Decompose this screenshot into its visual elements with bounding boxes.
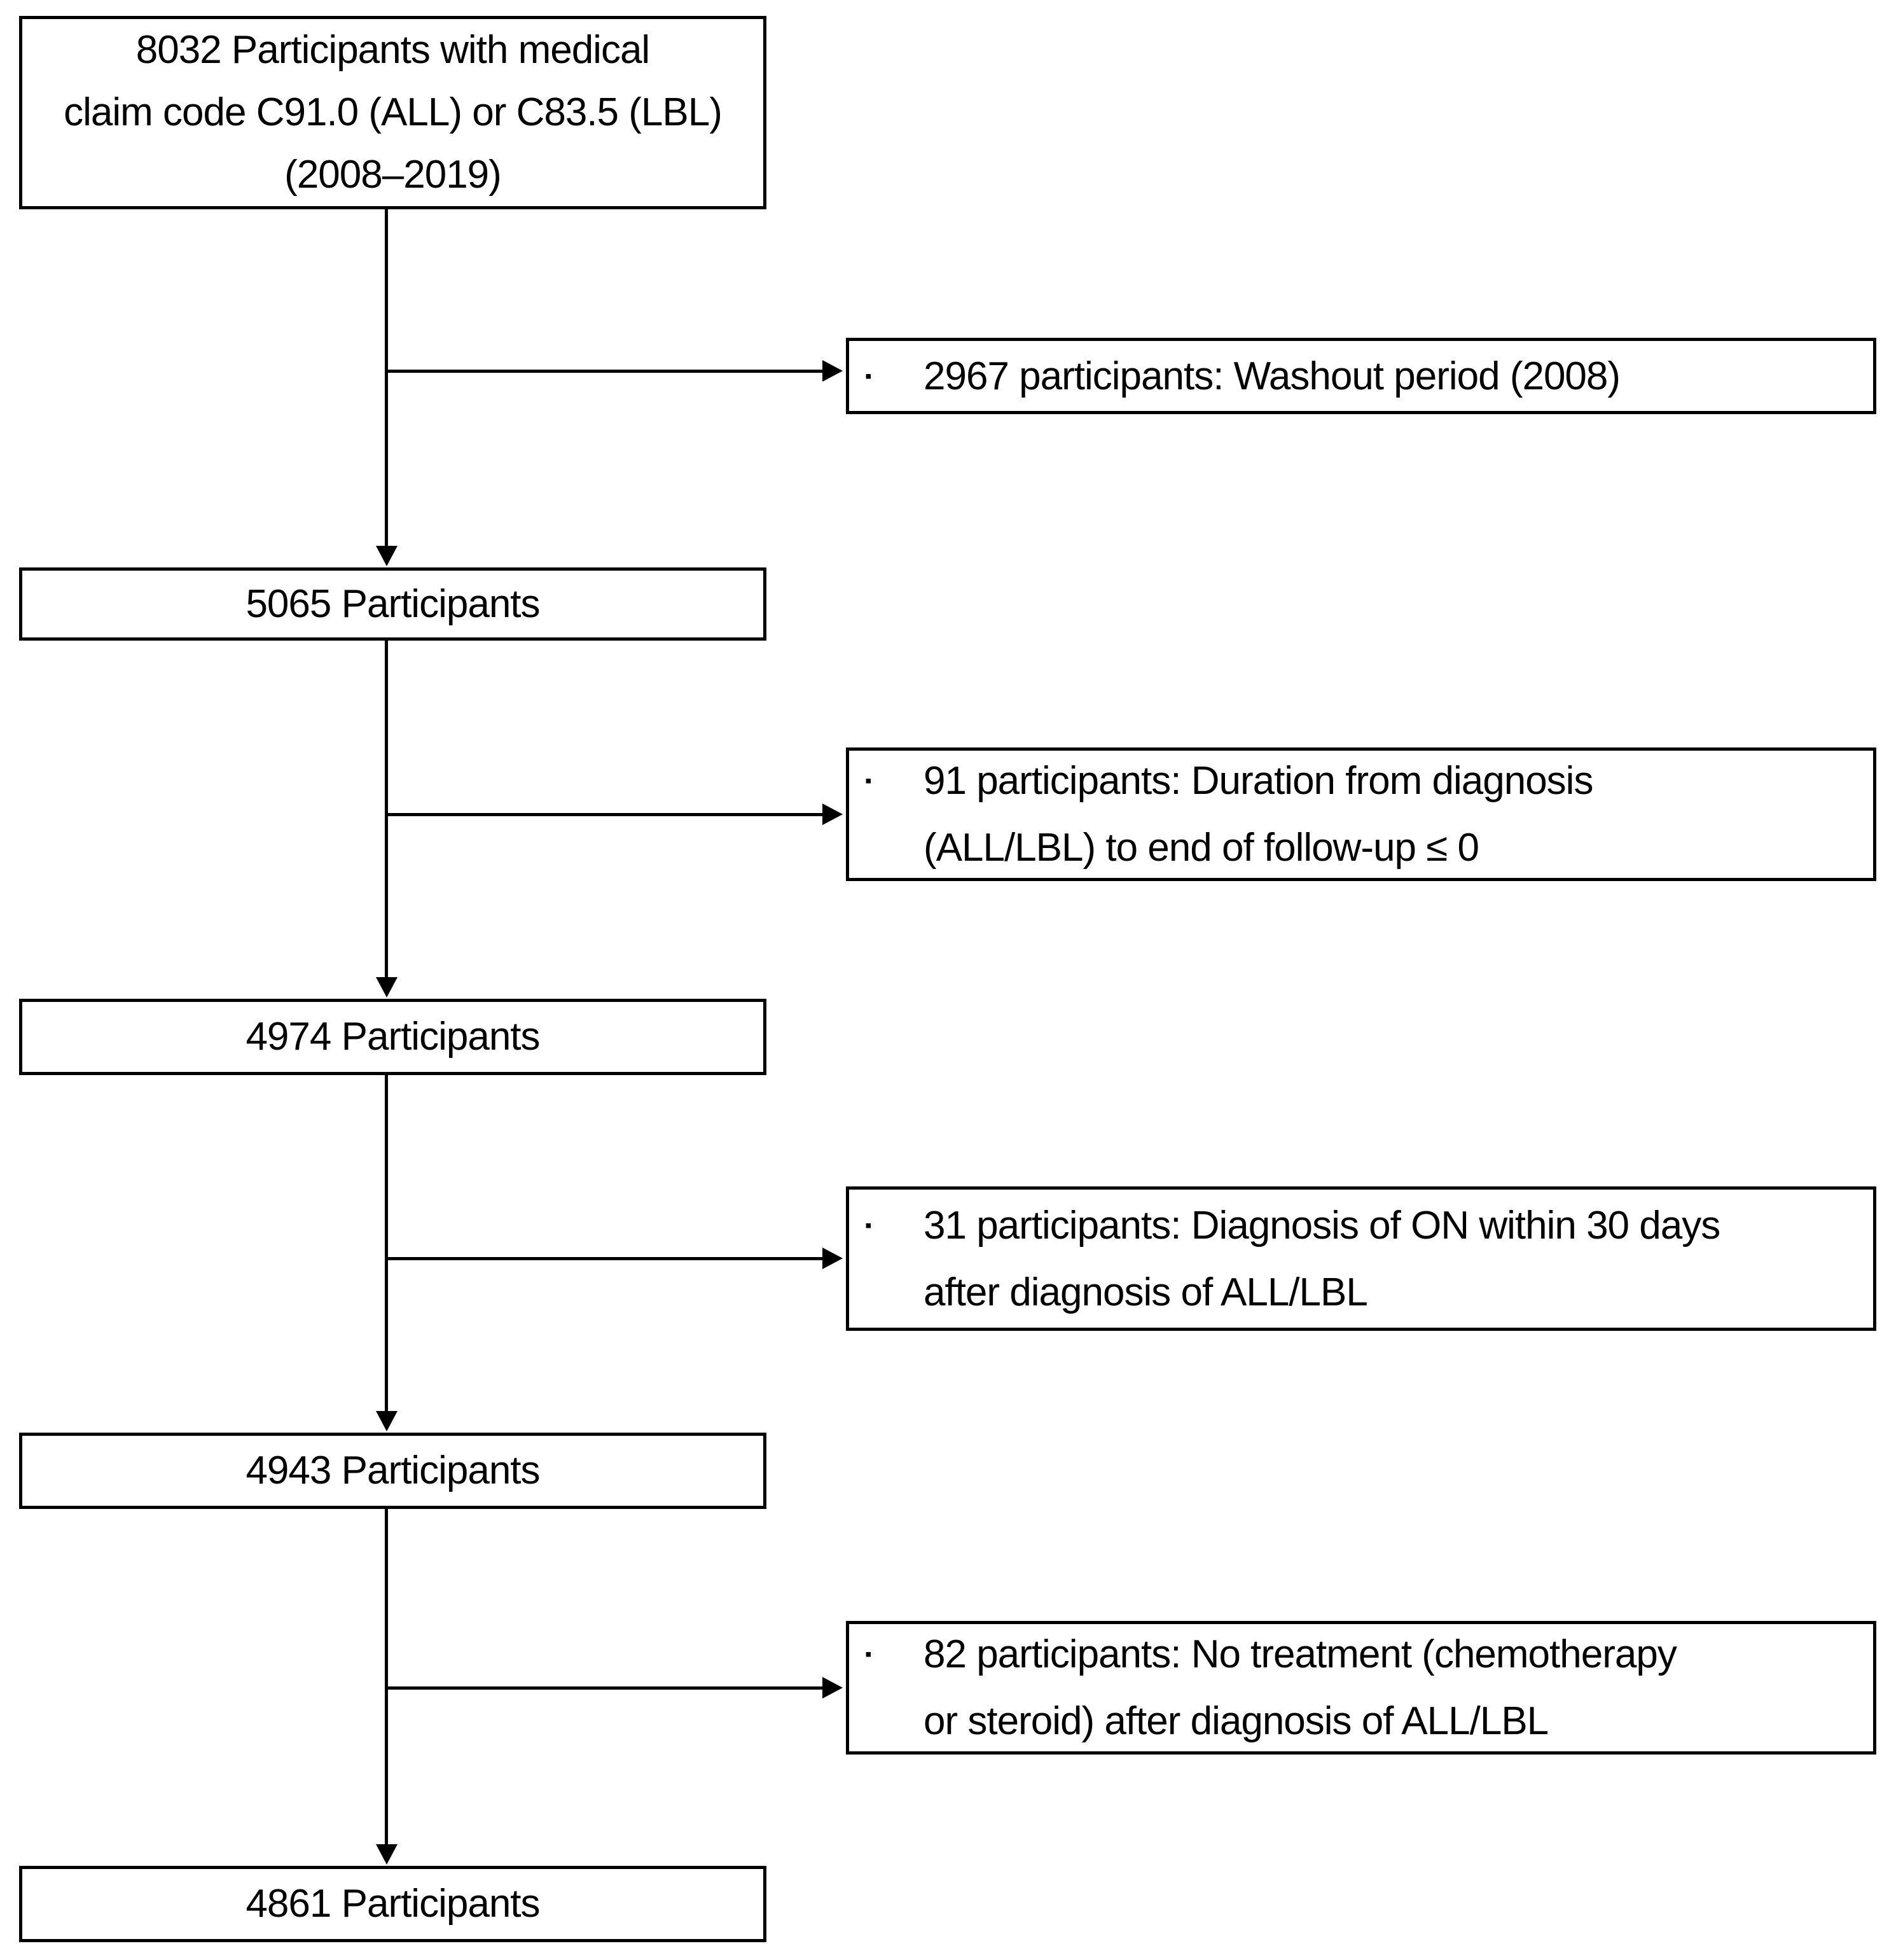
exclusion-box-no-treatment: ▪ 82 participants: No treatment (chemoth…: [846, 1621, 1876, 1755]
flow-box-after-on-exclusion: 4943 Participants: [19, 1433, 766, 1509]
bullet-icon: ▪: [865, 365, 872, 387]
branch-line-1: [385, 370, 822, 373]
flow-box-after-followup-exclusion: 4974 Participants: [19, 999, 766, 1075]
flow-box-final-cohort: 4861 Participants: [19, 1866, 766, 1942]
connector-line-1: [385, 209, 388, 546]
exclusion-row: ▪ 31 participants: Diagnosis of ON withi…: [865, 1192, 1860, 1326]
branch-line-3: [385, 1257, 822, 1260]
exclusion-followup-text: 91 participants: Duration from diagnosis…: [924, 759, 1593, 870]
arrow-right-icon-2: [822, 803, 843, 825]
flow-box-after-washout-text: 5065 Participants: [246, 581, 540, 626]
bullet-icon: ▪: [865, 770, 872, 791]
connector-line-3: [385, 1075, 388, 1411]
exclusion-box-followup: ▪ 91 participants: Duration from diagnos…: [846, 747, 1876, 881]
exclusion-row: ▪ 82 participants: No treatment (chemoth…: [865, 1621, 1860, 1755]
flow-box-after-followup-exclusion-text: 4974 Participants: [246, 1015, 540, 1059]
exclusion-row: ▪ 2967 participants: Washout period (200…: [865, 343, 1860, 410]
connector-line-2: [385, 641, 388, 977]
exclusion-on-diagnosis-text: 31 participants: Diagnosis of ON within …: [924, 1203, 1720, 1314]
flow-box-initial-cohort-text: 8032 Participants with medical claim cod…: [64, 28, 723, 197]
exclusion-row: ▪ 91 participants: Duration from diagnos…: [865, 747, 1860, 881]
arrow-right-icon-3: [822, 1248, 843, 1269]
flow-box-after-on-exclusion-text: 4943 Participants: [246, 1449, 540, 1492]
arrow-down-icon-3: [376, 1411, 398, 1431]
exclusion-washout-text: 2967 participants: Washout period (2008): [924, 354, 1621, 398]
flow-box-final-cohort-text: 4861 Participants: [246, 1882, 540, 1926]
arrow-right-icon-4: [822, 1677, 843, 1699]
branch-line-2: [385, 813, 822, 816]
flow-box-initial-cohort: 8032 Participants with medical claim cod…: [19, 16, 766, 209]
bullet-icon: ▪: [865, 1644, 872, 1665]
arrow-down-icon-1: [376, 546, 398, 566]
arrow-right-icon-1: [822, 360, 843, 382]
exclusion-box-washout: ▪ 2967 participants: Washout period (200…: [846, 338, 1876, 414]
exclusion-box-on-diagnosis: ▪ 31 participants: Diagnosis of ON withi…: [846, 1186, 1876, 1331]
bullet-icon: ▪: [865, 1214, 872, 1236]
branch-line-4: [385, 1686, 822, 1690]
exclusion-no-treatment-text: 82 participants: No treatment (chemother…: [924, 1632, 1677, 1743]
flow-box-after-washout: 5065 Participants: [19, 567, 766, 641]
connector-line-4: [385, 1509, 388, 1844]
arrow-down-icon-2: [376, 977, 398, 997]
arrow-down-icon-4: [376, 1844, 398, 1865]
